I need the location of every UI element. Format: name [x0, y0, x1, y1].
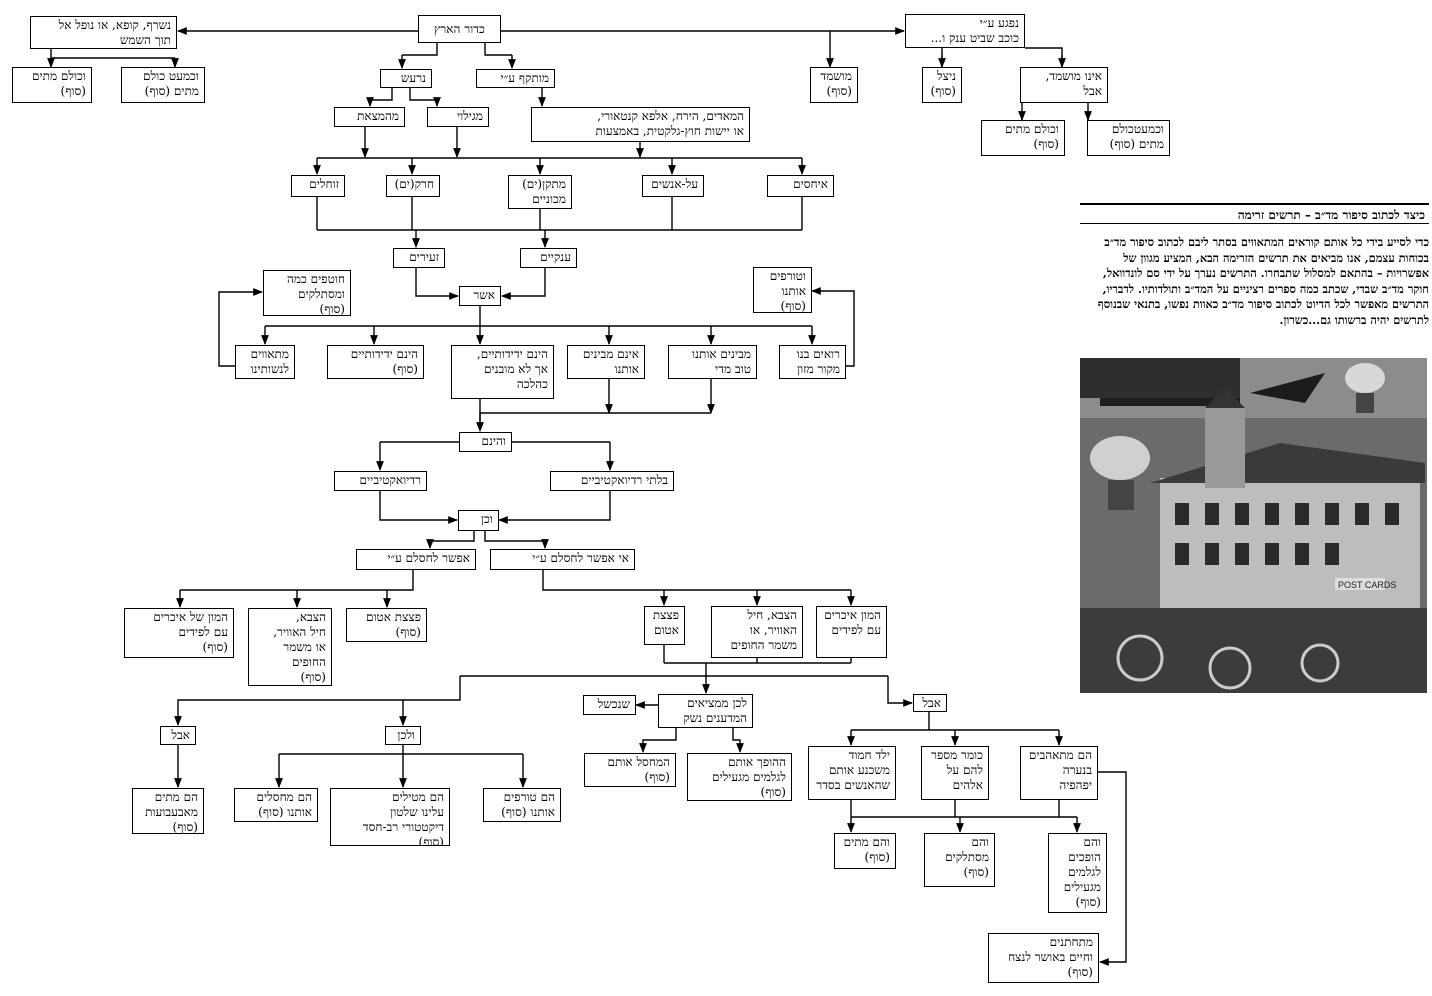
node-devour-us: הם טורפים אותנו (סוף) [483, 788, 561, 822]
node-kidnap: חוטפים כמה ומסתלקים (סוף) [263, 270, 351, 316]
node-they-leave: והם מסתלקים (סוף) [924, 833, 995, 887]
sidebar-heading: כיצד לכתוב סיפור מד״ב – תרשים זרימה [1080, 203, 1429, 224]
photo-sign-text: POST CARDS [1338, 580, 1396, 590]
node-vehinam: והינם [459, 432, 512, 452]
node-all-die-2: וכולם מתים (סוף) [981, 120, 1065, 156]
node-saved: ניצל (סוף) [922, 67, 962, 103]
node-crawlers: זוחלים [291, 175, 345, 197]
node-atom-end: פצצת אטום (סוף) [346, 608, 427, 642]
node-comet: נפגע ע״י כוכב שביט ענק ו... [905, 14, 1025, 48]
node-asher: אשר [459, 286, 501, 306]
node-cant-kill: אי אפשר לחסלם ע״י [490, 549, 635, 570]
node-non-radioactive: בלתי רדיואקטיביים [550, 471, 674, 491]
node-vechen: וכן [458, 510, 499, 531]
node-turns-monsters: ההופך אותם לגלמים מגעילים (סוף) [687, 753, 792, 801]
node-invention: מהמצאת [334, 107, 405, 127]
node-army: הצבא, חיל האוויר, או משמר החופים [711, 606, 803, 658]
node-friendly: הינם ידידותיים (סוף) [327, 345, 424, 379]
node-can-kill: אפשר לחסלם ע״י [356, 549, 476, 570]
node-but-1: אבל [160, 726, 196, 745]
node-machines: מתקן(ים) מכוניים [508, 175, 572, 209]
node-almost-all-die: וכמעט כולם מתים (סוף) [121, 67, 205, 103]
collage-illustration: POST CARDS [1080, 358, 1427, 693]
node-they-die: והם מתים (סוף) [834, 833, 896, 869]
node-destroyed: מושמד (סוף) [810, 67, 858, 103]
node-die-smallpox: הם מתים מאבעבועות (סוף) [132, 788, 204, 834]
node-destroy-us: הם מחסלים אותנו (סוף) [234, 788, 318, 822]
node-bugs: חרק(ים) [386, 175, 440, 197]
node-priest: כומר מספר להם על אלהים [921, 746, 989, 800]
node-want-women: מתאווים לנשותינו [235, 345, 295, 379]
node-friendly-misunderstood: הינם ידידותיים, אך לא מובנים כהלכה [451, 345, 554, 399]
node-aliens: המאדים, הירח, אלפא קנטאורי, או יישות חוץ… [531, 107, 750, 142]
node-giant: ענקיים [520, 248, 577, 268]
node-almost-all-die-2: וכמעטכולם מתים (סוף) [1087, 120, 1170, 156]
node-scientists-weapon: לכן ממציאים המדענים נשק [658, 694, 753, 728]
node-blobs: איחסים [767, 175, 834, 197]
node-not-understand: אינם מבינים אותנו [567, 345, 645, 379]
node-peasants: המון איכרים עם לפידים [816, 606, 887, 658]
node-therefore: ולכן [385, 726, 421, 745]
collage-photo: POST CARDS [1080, 358, 1427, 693]
node-food-source: רואים בנו מקור מזון [779, 345, 846, 379]
node-tiny: זעירים [393, 248, 445, 268]
node-supermen: על-אנשים [642, 175, 704, 197]
node-army-end: הצבא, חיל האוויר, או משמר החופים (סוף) [248, 608, 332, 686]
node-cute-kid: ילד חמוד משכנע אותם שהאנשים בסדר [808, 746, 896, 800]
node-understand-too-well: מבינים אותנו טוב מדי [668, 345, 757, 379]
node-atom-bomb: פצצת אטום [644, 606, 685, 645]
node-earth: כדור הארץ [418, 15, 501, 43]
node-fall-in-love: הם מתאהבים בנערה יפהפיה [1020, 746, 1098, 800]
node-eat-us: וטורפים אותנו (סוף) [753, 267, 812, 313]
node-all-die: וכולם מתים (סוף) [12, 67, 92, 103]
node-attacked: מותקף ע״י [476, 69, 555, 88]
node-failed: שנכשל [583, 695, 636, 715]
node-burned-or-frozen: נשרף, קופא, או נופל אל תוך השמש [30, 16, 177, 49]
node-but-2: אבל [913, 694, 947, 712]
node-dictatorship: הם מטילים עלינו שלטון דיקטטורי רב-חסד (ס… [330, 788, 450, 846]
node-shaken: נרעש [380, 69, 432, 88]
node-destroys-them: המחסל אותם (סוף) [584, 753, 676, 787]
node-marry-happily: מתחתנים וחיים באושר לנצח (סוף) [988, 933, 1099, 983]
node-peasants-end: המון של איכרים עם לפידים (סוף) [124, 608, 234, 658]
node-discovery: מגילוי [427, 107, 489, 127]
node-not-destroyed: אינו מושמד, אבל [1020, 67, 1108, 103]
node-they-become-monsters: והם הופכים לגלמים מגעילים (סוף) [1048, 833, 1107, 913]
node-radioactive: רדיואקטיביים [334, 471, 427, 491]
sidebar-body: כדי לסייע בידי כל אותם קוראים המתאווים ב… [1097, 235, 1429, 327]
